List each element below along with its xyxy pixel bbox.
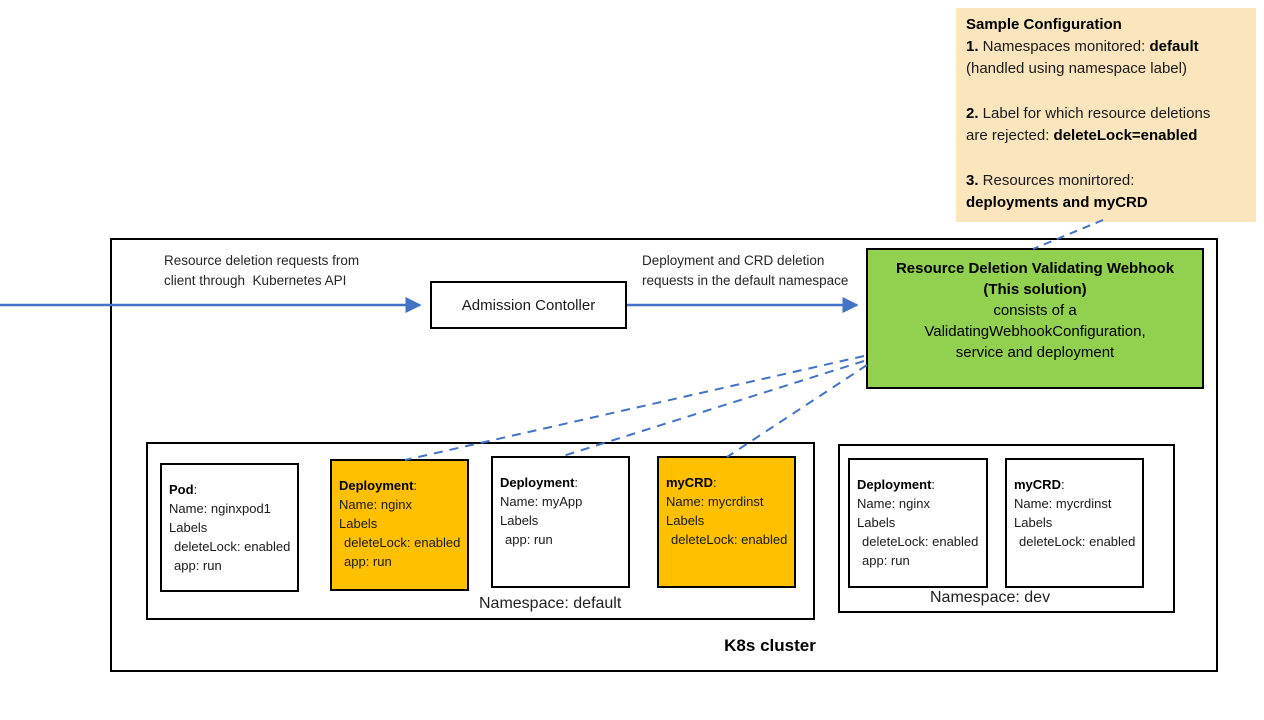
resource-heading: Pod: bbox=[169, 482, 198, 497]
namespace-default-label: Namespace: default bbox=[479, 595, 622, 612]
resource-label: app: run bbox=[174, 558, 222, 573]
sample-config-line: deployments and myCRD bbox=[966, 194, 1148, 211]
resource-heading: Deployment: bbox=[857, 477, 936, 492]
resource-labels-title: Labels bbox=[1014, 515, 1053, 530]
sample-config-line: 2. Label for which resource deletions bbox=[966, 105, 1211, 122]
resource-label: deleteLock: enabled bbox=[174, 539, 291, 554]
webhook-body-line: ValidatingWebhookConfiguration, bbox=[924, 323, 1146, 340]
resource-box-mycrd-dev: myCRD: Name: mycrdinst Labels deleteLock… bbox=[1005, 458, 1144, 588]
resource-label: app: run bbox=[862, 553, 910, 568]
resource-label: app: run bbox=[344, 554, 392, 569]
webhook-solution-box: Resource Deletion Validating Webhook (Th… bbox=[866, 248, 1204, 389]
admission-controller-label: Admission Contoller bbox=[461, 296, 596, 314]
resource-label: deleteLock: enabled bbox=[862, 534, 979, 549]
client-request-arrow-label: Resource deletion requests from client t… bbox=[164, 253, 360, 288]
webhook-body-line: consists of a bbox=[993, 302, 1077, 319]
sample-config-line: 1. Namespaces monitored: default bbox=[966, 38, 1199, 55]
resource-box-pod-nginxpod1: Pod: Name: nginxpod1 Labels deleteLock: … bbox=[160, 463, 299, 592]
deployment-crd-request-arrow-label: Deployment and CRD deletion requests in … bbox=[642, 253, 849, 288]
namespace-dev-label: Namespace: dev bbox=[930, 589, 1051, 606]
resource-heading: Deployment: bbox=[500, 475, 579, 490]
resource-name: Name: nginxpod1 bbox=[169, 501, 271, 516]
resource-label: deleteLock: enabled bbox=[344, 535, 461, 550]
resource-labels-title: Labels bbox=[666, 513, 705, 528]
resource-name: Name: myApp bbox=[500, 494, 583, 509]
resource-box-deployment-nginx-dev: Deployment: Name: nginx Labels deleteLoc… bbox=[848, 458, 988, 588]
admission-controller-box: Admission Contoller bbox=[430, 281, 627, 329]
webhook-subtitle: (This solution) bbox=[983, 281, 1087, 298]
resource-name: Name: nginx bbox=[857, 496, 930, 511]
resource-labels-title: Labels bbox=[169, 520, 208, 535]
resource-name: Name: mycrdinst bbox=[1014, 496, 1112, 511]
sample-config-title: Sample Configuration bbox=[966, 16, 1122, 33]
resource-heading: myCRD: bbox=[666, 475, 717, 490]
resource-name: Name: nginx bbox=[339, 497, 412, 512]
sample-configuration-note: Sample Configuration 1. Namespaces monit… bbox=[956, 8, 1256, 222]
resource-box-deployment-nginx: Deployment: Name: nginx Labels deleteLoc… bbox=[330, 459, 469, 591]
k8s-cluster-label: K8s cluster bbox=[724, 636, 816, 655]
resource-heading: myCRD: bbox=[1014, 477, 1065, 492]
resource-labels-title: Labels bbox=[339, 516, 378, 531]
webhook-body-line: service and deployment bbox=[955, 344, 1115, 361]
resource-labels-title: Labels bbox=[857, 515, 896, 530]
sample-config-line: (handled using namespace label) bbox=[966, 60, 1187, 77]
resource-label: deleteLock: enabled bbox=[671, 532, 788, 547]
sample-config-line: are rejected: deleteLock=enabled bbox=[966, 127, 1198, 144]
resource-name: Name: mycrdinst bbox=[666, 494, 764, 509]
resource-box-mycrd-default: myCRD: Name: mycrdinst Labels deleteLock… bbox=[657, 456, 796, 588]
sample-config-line: 3. Resources monirtored: bbox=[966, 172, 1135, 189]
resource-box-deployment-myapp: Deployment: Name: myApp Labels app: run bbox=[491, 456, 630, 588]
webhook-title: Resource Deletion Validating Webhook bbox=[895, 260, 1175, 277]
resource-label: app: run bbox=[505, 532, 553, 547]
resource-label: deleteLock: enabled bbox=[1019, 534, 1136, 549]
resource-heading: Deployment: bbox=[339, 478, 418, 493]
resource-labels-title: Labels bbox=[500, 513, 539, 528]
